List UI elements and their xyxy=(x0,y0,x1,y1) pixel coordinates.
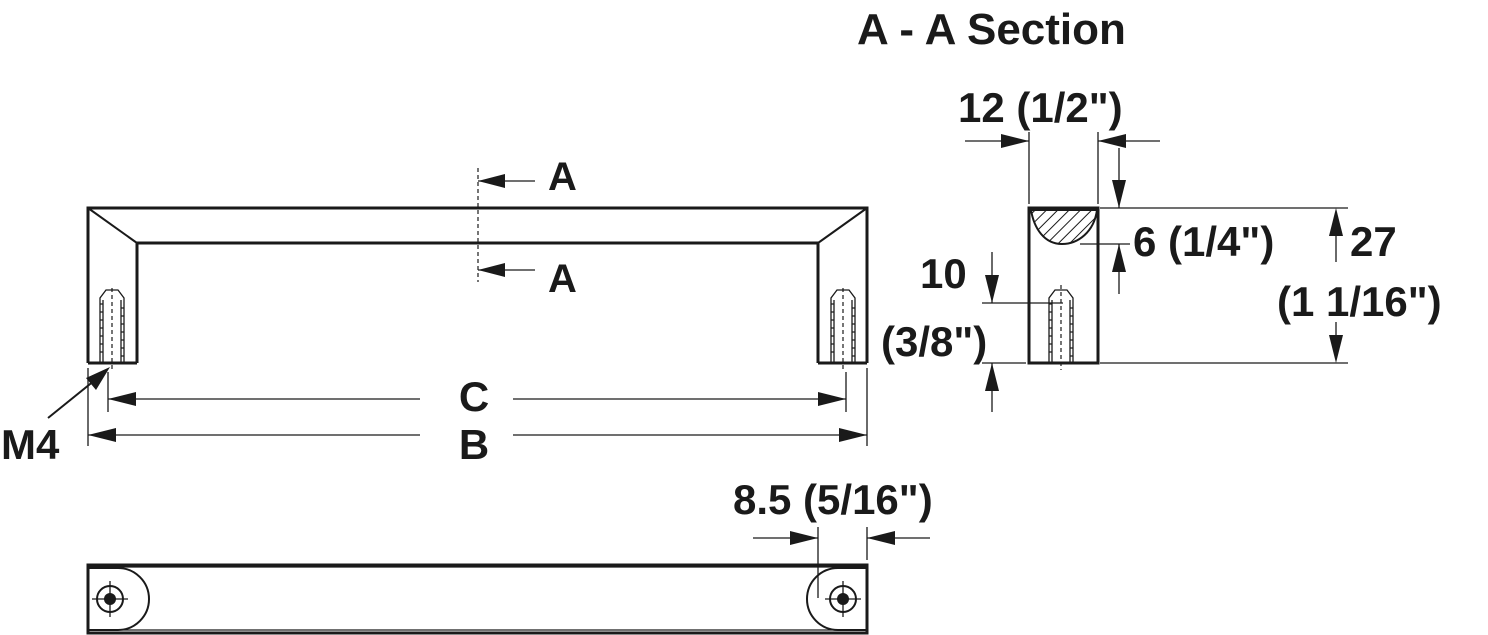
height-label-line2: (1 1/16") xyxy=(1277,278,1442,325)
section-marker-top: A xyxy=(548,155,577,199)
hole-width-label: 8.5 (5/16") xyxy=(733,476,933,523)
section-thread-hole xyxy=(1048,285,1074,370)
dimension-b: B xyxy=(88,421,867,468)
section-view: A - A Section 12 (1/2") xyxy=(857,5,1442,412)
thread-depth-label-line2: (3/8") xyxy=(881,318,987,365)
thread-leader: M4 xyxy=(1,367,110,468)
dimension-thread-depth: 10 (3/8") xyxy=(881,250,1063,412)
right-mount-hole xyxy=(825,581,861,617)
depth-label: 6 (1/4") xyxy=(1133,218,1274,265)
dimension-height: 27 (1 1/16") xyxy=(1100,208,1442,364)
width-label: 12 (1/2") xyxy=(958,84,1123,131)
dimension-c: C xyxy=(108,373,846,420)
thread-size-label: M4 xyxy=(1,421,60,468)
dimension-c-label: C xyxy=(459,373,489,420)
dimension-b-label: B xyxy=(459,421,489,468)
right-thread-hole xyxy=(830,288,856,370)
top-view: 8.5 (5/16") xyxy=(86,476,933,635)
left-thread-hole xyxy=(99,288,125,370)
section-cut-line: A A xyxy=(477,155,577,301)
dimension-depth: 6 (1/4") xyxy=(1080,148,1348,294)
dimension-width: 12 (1/2") xyxy=(958,84,1160,204)
height-label-line1: 27 xyxy=(1350,218,1397,265)
front-view: A A C B M4 xyxy=(1,155,869,468)
hatched-profile xyxy=(1029,209,1099,246)
dimension-hole-width: 8.5 (5/16") xyxy=(733,476,933,598)
section-marker-bottom: A xyxy=(548,257,577,301)
thread-depth-label-line1: 10 xyxy=(920,250,967,297)
section-title: A - A Section xyxy=(857,5,1126,54)
left-mount-hole xyxy=(92,581,128,617)
